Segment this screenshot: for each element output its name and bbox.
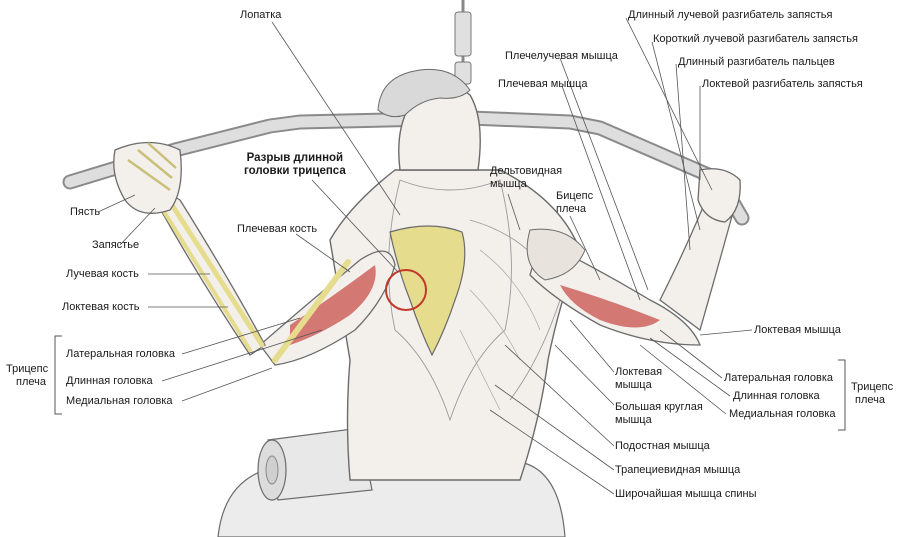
label-deltoid: Дельтовидная мышца bbox=[490, 165, 562, 191]
label-ulnar-muscle: Локтевая мышца bbox=[615, 366, 662, 392]
label-humerus: Плечевая кость bbox=[237, 223, 318, 235]
label-infraspinatus: Подостная мышца bbox=[615, 440, 710, 452]
label-triceps-left-line1: Трицепс bbox=[6, 363, 49, 375]
label-latissimus: Широчайшая мышца спины bbox=[615, 488, 757, 500]
triceps-right-bracket bbox=[838, 359, 846, 431]
scapula-bone bbox=[389, 225, 466, 357]
label-teres-major-line1: Большая круглая bbox=[615, 401, 703, 413]
label-medial-head-right: Медиальная головка bbox=[729, 408, 836, 420]
label-radius: Лучевая кость bbox=[66, 268, 139, 280]
label-triceps-right: Трицепс плеча bbox=[851, 381, 893, 407]
label-teres-major-line2: мышца bbox=[615, 414, 652, 426]
label-brachioradialis: Плечелучевая мышца bbox=[505, 50, 618, 62]
leader-lines bbox=[97, 17, 753, 495]
label-rupture: Разрыв длинной головки трицепса bbox=[244, 152, 346, 178]
label-long-head-right: Длинная головка bbox=[733, 390, 820, 402]
label-triceps-right-line2: плеча bbox=[855, 394, 885, 406]
label-scapula: Лопатка bbox=[240, 9, 282, 21]
label-medial-head-left: Медиальная головка bbox=[66, 395, 173, 407]
label-triceps-left: Трицепс плеча bbox=[6, 363, 48, 389]
head bbox=[377, 68, 481, 171]
label-ulnar-muscle-line1: Локтевая bbox=[615, 366, 663, 378]
right-arm bbox=[526, 168, 741, 346]
label-triceps-left-line2: плеча bbox=[16, 376, 46, 388]
label-ext-carpi-ulnaris: Локтевой разгибатель запястья bbox=[702, 78, 863, 90]
triceps-left-bracket bbox=[54, 335, 62, 415]
label-lateral-head-right: Латеральная головка bbox=[724, 372, 834, 384]
label-ext-carpi-rad-brevis: Короткий лучевой разгибатель запястья bbox=[653, 33, 858, 45]
torso bbox=[329, 169, 581, 481]
label-triceps-right-line1: Трицепс bbox=[851, 381, 894, 393]
label-trapezius: Трапециевидная мышца bbox=[615, 464, 741, 476]
label-teres-major: Большая круглая мышца bbox=[615, 401, 703, 427]
label-rupture-line2: головки трицепса bbox=[244, 165, 346, 177]
label-biceps-line1: Бицепс bbox=[556, 190, 594, 202]
bench-roller bbox=[217, 427, 566, 537]
label-ulna: Локтевая кость bbox=[62, 301, 140, 313]
label-hand: Пясть bbox=[70, 206, 101, 218]
label-deltoid-line2: мышца bbox=[490, 178, 527, 190]
label-brachialis: Плечевая мышца bbox=[498, 78, 588, 90]
label-ext-carpi-rad-longus: Длинный лучевой разгибатель запястья bbox=[628, 9, 833, 21]
label-rupture-line1: Разрыв длинной bbox=[246, 152, 344, 164]
label-biceps: Бицепс плеча bbox=[556, 190, 593, 216]
label-ulnar-muscle-line2: мышца bbox=[615, 379, 652, 391]
label-lateral-head-left: Латеральная головка bbox=[66, 348, 176, 360]
left-arm bbox=[113, 141, 396, 366]
label-long-head-left: Длинная головка bbox=[66, 375, 153, 387]
label-anconeus: Локтевая мышца bbox=[754, 324, 841, 336]
label-ext-digitorum: Длинный разгибатель пальцев bbox=[678, 56, 835, 68]
label-deltoid-line1: Дельтовидная bbox=[490, 165, 563, 177]
label-wrist: Запястье bbox=[92, 239, 140, 251]
label-biceps-line2: плеча bbox=[556, 203, 586, 215]
rupture-circle bbox=[385, 269, 427, 311]
